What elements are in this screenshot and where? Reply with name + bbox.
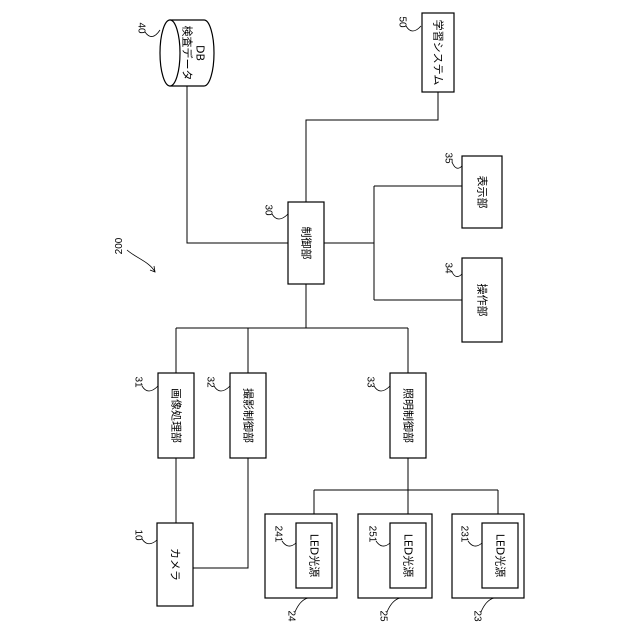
display-unit-block: 表示部 35	[443, 152, 503, 228]
image-processing-block: 画像処理部 31	[133, 373, 195, 458]
imaging-control-label: 撮影制御部	[242, 388, 256, 443]
light-unit-23-led-label: LED光源	[494, 534, 508, 578]
wire-db-to-control	[187, 85, 288, 243]
light-unit-25: LED光源 251 25	[358, 514, 432, 622]
wire-imaging-control-to-camera	[193, 458, 248, 568]
light-unit-24: LED光源 241 24	[265, 514, 337, 622]
camera-label: カメラ	[169, 548, 182, 581]
figure-number: 200	[114, 237, 155, 272]
light-unit-25-led-ref: 251	[367, 526, 378, 543]
control-unit-label: 制御部	[300, 227, 314, 260]
light-unit-25-ref: 25	[378, 610, 389, 622]
learning-system-block: 学習システム 50	[397, 13, 455, 92]
light-unit-23-led-ref: 231	[459, 526, 470, 543]
lighting-control-label: 照明制御部	[402, 388, 416, 443]
learning-system-label: 学習システム	[432, 20, 446, 86]
display-unit-label: 表示部	[476, 176, 490, 209]
operation-unit-label: 操作部	[476, 284, 490, 317]
light-unit-24-led-label: LED光源	[308, 534, 322, 578]
light-unit-24-led-ref: 241	[273, 526, 284, 543]
camera-block: カメラ 10	[133, 523, 194, 606]
light-unit-24-ref: 24	[286, 610, 297, 622]
wire-control-to-display-and-operation	[324, 186, 462, 300]
wire-lighting-control-to-light-units	[314, 458, 498, 523]
light-unit-23-ref: 23	[472, 610, 483, 622]
db-cylinder-top	[160, 20, 180, 86]
db-label-line2: DB	[194, 45, 207, 61]
imaging-control-block: 撮影制御部 32	[205, 373, 267, 458]
figure-number-label: 200	[114, 237, 125, 254]
image-processing-label: 画像処理部	[170, 388, 184, 443]
inspection-db-cylinder: 検査データ DB 40	[136, 20, 215, 86]
wire-control-to-sub-controllers	[176, 284, 408, 373]
light-unit-23: LED光源 231 23	[452, 514, 524, 622]
light-unit-25-led-label: LED光源	[402, 534, 416, 578]
figure-number-arrow	[127, 250, 155, 272]
db-label-line1: 検査データ	[181, 26, 195, 81]
lighting-control-block: 照明制御部 33	[365, 373, 427, 458]
